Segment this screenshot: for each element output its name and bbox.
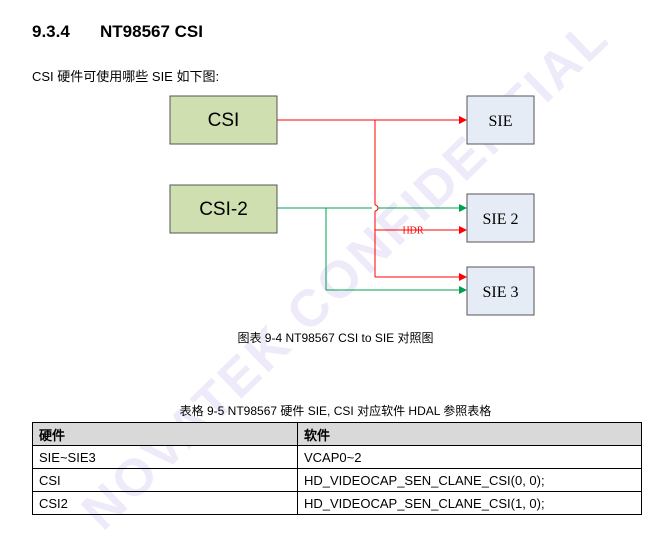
sie-box-label: SIE: [489, 113, 513, 130]
cell-hardware: CSI2: [32, 491, 298, 515]
table-caption: 表格 9-5 NT98567 硬件 SIE, CSI 对应软件 HDAL 参照表…: [179, 404, 492, 418]
section-number: 9.3.4: [32, 22, 70, 41]
csi-box: [169, 95, 278, 145]
sie-box: [466, 95, 535, 145]
sie-csi-hdal-table: 硬件 软件 SIE~SIE3 VCAP0~2 CSI HD_VIDEOCAP_S…: [32, 422, 642, 515]
figure-caption: 图表 9-4 NT98567 CSI to SIE 对照图: [237, 331, 434, 345]
csi-box-label: CSI: [208, 110, 240, 131]
csi-to-sie-diagram: HDR CSI CSI-2 SIE SIE 2 SIE 3: [169, 95, 535, 316]
hdr-label: HDR: [402, 226, 423, 237]
section-heading: 9.3.4 NT98567 CSI: [32, 22, 203, 42]
section-title: NT98567 CSI: [100, 22, 203, 41]
table-header-row: 硬件 软件: [32, 422, 642, 446]
cell-hardware: CSI: [32, 468, 298, 492]
cell-software: HD_VIDEOCAP_SEN_CLANE_CSI(0, 0);: [297, 468, 642, 492]
sie2-box-label: SIE 2: [483, 211, 519, 228]
header-hardware: 硬件: [32, 422, 298, 446]
cell-software: HD_VIDEOCAP_SEN_CLANE_CSI(1, 0);: [297, 491, 642, 515]
cell-software: VCAP0~2: [297, 445, 642, 469]
table-row: CSI2 HD_VIDEOCAP_SEN_CLANE_CSI(1, 0);: [32, 491, 642, 515]
sie2-box: [466, 193, 535, 243]
csi2-box: [169, 184, 278, 234]
table-row: CSI HD_VIDEOCAP_SEN_CLANE_CSI(0, 0);: [32, 468, 642, 492]
csi2-box-label: CSI-2: [199, 199, 248, 220]
intro-text: CSI 硬件可使用哪些 SIE 如下图:: [32, 69, 220, 84]
csi2-connections: [277, 204, 467, 294]
sie3-box-label: SIE 3: [483, 284, 519, 301]
csi-connections: [277, 116, 467, 281]
sie3-box: [466, 266, 535, 316]
line-crossover-icon: [374, 204, 379, 212]
header-software: 软件: [297, 422, 642, 446]
table-row: SIE~SIE3 VCAP0~2: [32, 445, 642, 469]
cell-hardware: SIE~SIE3: [32, 445, 298, 469]
